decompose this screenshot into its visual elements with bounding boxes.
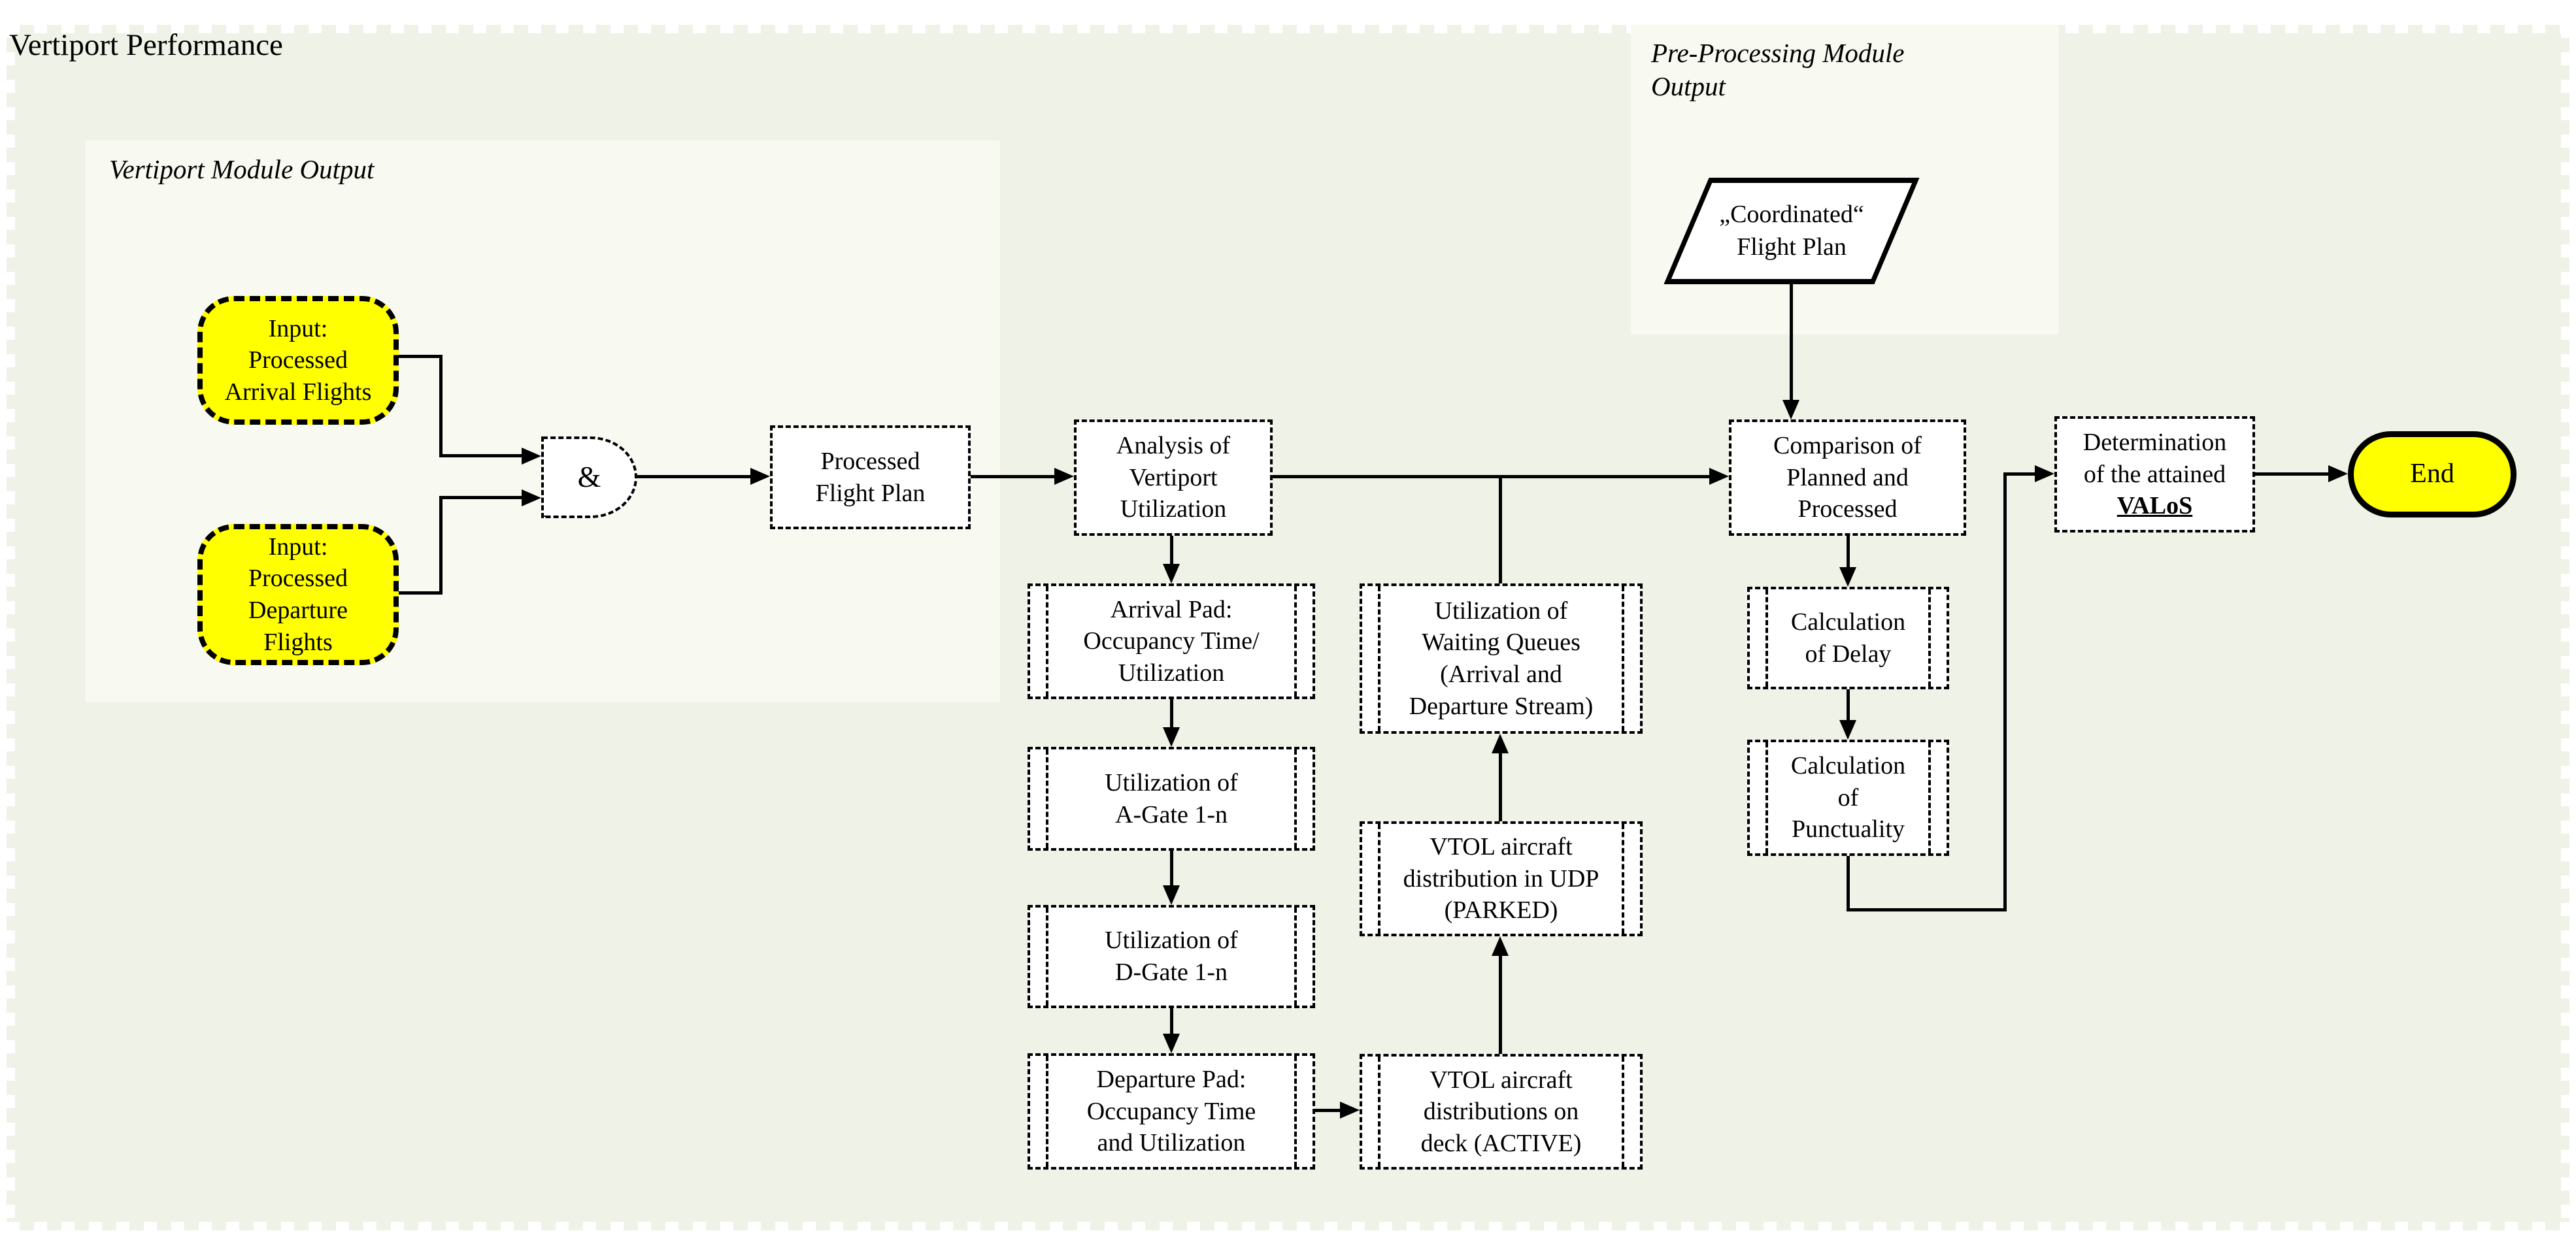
node-input-processed-departure-flights: Input: Processed Departure Flights xyxy=(197,524,399,665)
connector-input-departure-1 xyxy=(399,591,441,595)
connector-cfp-to-comparison xyxy=(1790,284,1793,400)
determination-text: Determination of the attained xyxy=(2083,429,2227,488)
connector-parked-to-queues xyxy=(1499,753,1502,821)
node-vtol-distribution-parked: VTOL aircraft distribution in UDP (PARKE… xyxy=(1360,821,1643,936)
connector-analysis-to-comparison xyxy=(1273,475,1709,478)
node-analysis-vertiport-utilization: Analysis of Vertiport Utilization xyxy=(1074,419,1273,536)
node-utilization-d-gate: Utilization of D-Gate 1-n xyxy=(1028,905,1315,1008)
connector-pfp-to-analysis xyxy=(971,475,1054,478)
connector-punctuality-down xyxy=(1847,856,1850,911)
canvas-edge-left xyxy=(7,25,15,1230)
node-departure-pad-occupancy: Departure Pad: Occupancy Time and Utiliz… xyxy=(1028,1053,1315,1170)
connector-input-arrival-2 xyxy=(439,355,443,457)
node-coordinated-flight-plan: „Coordinated“ Flight Plan xyxy=(1664,178,1920,284)
arrowhead-into-determination xyxy=(2035,465,2054,482)
coordinated-flight-plan-label: „Coordinated“ Flight Plan xyxy=(1719,201,1864,261)
connector-punctuality-right xyxy=(1847,908,2007,911)
arrowhead-into-end xyxy=(2328,465,2348,482)
canvas-edge-bottom xyxy=(7,1222,2569,1230)
page-title: Vertiport Performance xyxy=(9,28,283,62)
arrowhead-into-and-gate-top xyxy=(522,448,541,465)
arrowhead-into-analysis xyxy=(1054,468,1074,485)
node-arrival-pad-occupancy: Arrival Pad: Occupancy Time/ Utilization xyxy=(1028,583,1315,699)
node-calculation-of-punctuality: Calculation of Punctuality xyxy=(1747,740,1949,856)
node-vtol-distributions-active: VTOL aircraft distributions on deck (ACT… xyxy=(1360,1054,1643,1170)
connector-determination-to-end xyxy=(2255,472,2328,476)
connector-active-to-parked xyxy=(1499,956,1502,1054)
connector-comparison-to-delay xyxy=(1847,536,1850,567)
node-processed-flight-plan: Processed Flight Plan xyxy=(770,425,971,529)
connector-agate-to-dgate xyxy=(1170,851,1173,885)
arrowhead-into-departure-pad xyxy=(1163,1034,1180,1053)
connector-depad-to-active xyxy=(1315,1109,1340,1112)
connector-input-arrival-1 xyxy=(399,355,441,358)
node-comparison-planned-processed: Comparison of Planned and Processed xyxy=(1729,419,1966,536)
node-utilization-waiting-queues: Utilization of Waiting Queues (Arrival a… xyxy=(1360,583,1643,734)
arrowhead-into-comparison-top xyxy=(1782,400,1799,419)
node-calculation-of-delay: Calculation of Delay xyxy=(1747,587,1949,689)
arrowhead-into-calc-punctuality xyxy=(1839,720,1856,740)
arrowhead-into-arrival-pad xyxy=(1163,564,1180,583)
connector-dgate-to-depad xyxy=(1170,1008,1173,1034)
arrowhead-into-calc-delay xyxy=(1839,567,1856,587)
arrowhead-into-and-gate-bottom xyxy=(522,489,541,506)
connector-queues-to-mainline xyxy=(1499,476,1502,583)
arrowhead-into-vtol-parked xyxy=(1492,936,1509,956)
canvas-edge-top xyxy=(7,25,2569,33)
canvas-edge-right xyxy=(2561,25,2569,1230)
preprocessing-module-label: Pre-Processing Module Output xyxy=(1651,38,1905,102)
arrowhead-into-comparison-left xyxy=(1709,468,1729,485)
connector-delay-to-punctuality xyxy=(1847,689,1850,720)
connector-arrivalpad-to-agate xyxy=(1170,699,1173,727)
node-and-gate: & xyxy=(541,436,637,518)
arrowhead-into-waiting-queues xyxy=(1492,734,1509,753)
connector-input-departure-3 xyxy=(439,496,522,499)
connector-into-determination xyxy=(2003,472,2035,476)
connector-input-departure-2 xyxy=(439,496,443,595)
arrowhead-into-d-gate xyxy=(1163,885,1180,905)
node-determination-valos: Determination of the attained VALoS xyxy=(2054,416,2255,533)
connector-punctuality-up xyxy=(2003,472,2007,911)
connector-and-to-pfp xyxy=(637,475,750,478)
connector-analysis-to-arrivalpad xyxy=(1170,536,1173,564)
connector-input-arrival-3 xyxy=(439,454,522,457)
node-end: End xyxy=(2348,431,2517,517)
arrowhead-into-vtol-active xyxy=(1340,1102,1360,1119)
node-input-processed-arrival-flights: Input: Processed Arrival Flights xyxy=(197,296,399,425)
arrowhead-into-a-gate xyxy=(1163,727,1180,747)
arrowhead-into-processed-flight-plan xyxy=(750,468,770,485)
valos-text: VALoS xyxy=(2116,492,2193,520)
vertiport-module-label: Vertiport Module Output xyxy=(109,154,375,184)
node-utilization-a-gate: Utilization of A-Gate 1-n xyxy=(1028,747,1315,851)
